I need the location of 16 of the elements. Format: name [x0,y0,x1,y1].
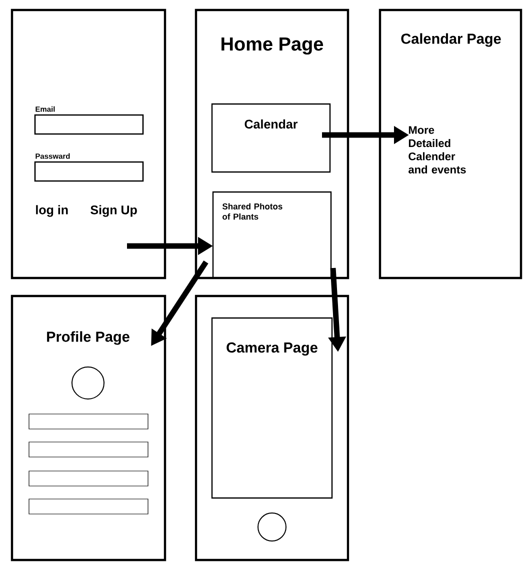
shutter-button [258,512,286,542]
avatar-circle [72,366,104,400]
text-field [28,470,148,486]
screen-title: Camera Page [226,342,318,356]
body-text: More Detailed Calender and events [408,126,466,174]
screen-title: Calendar Page [401,33,501,47]
link-text: log in [36,205,68,217]
panel-title: Shared Photos of Plants [222,203,282,220]
text-field [28,442,148,458]
phone-frame [194,294,350,562]
screen-title: Profile Page [47,331,130,345]
text-field [28,414,148,430]
panel-title: Calendar [244,119,298,129]
screen-title: Home Page [222,37,324,55]
link-text: Sign Up [90,205,137,217]
text-field [28,498,148,514]
